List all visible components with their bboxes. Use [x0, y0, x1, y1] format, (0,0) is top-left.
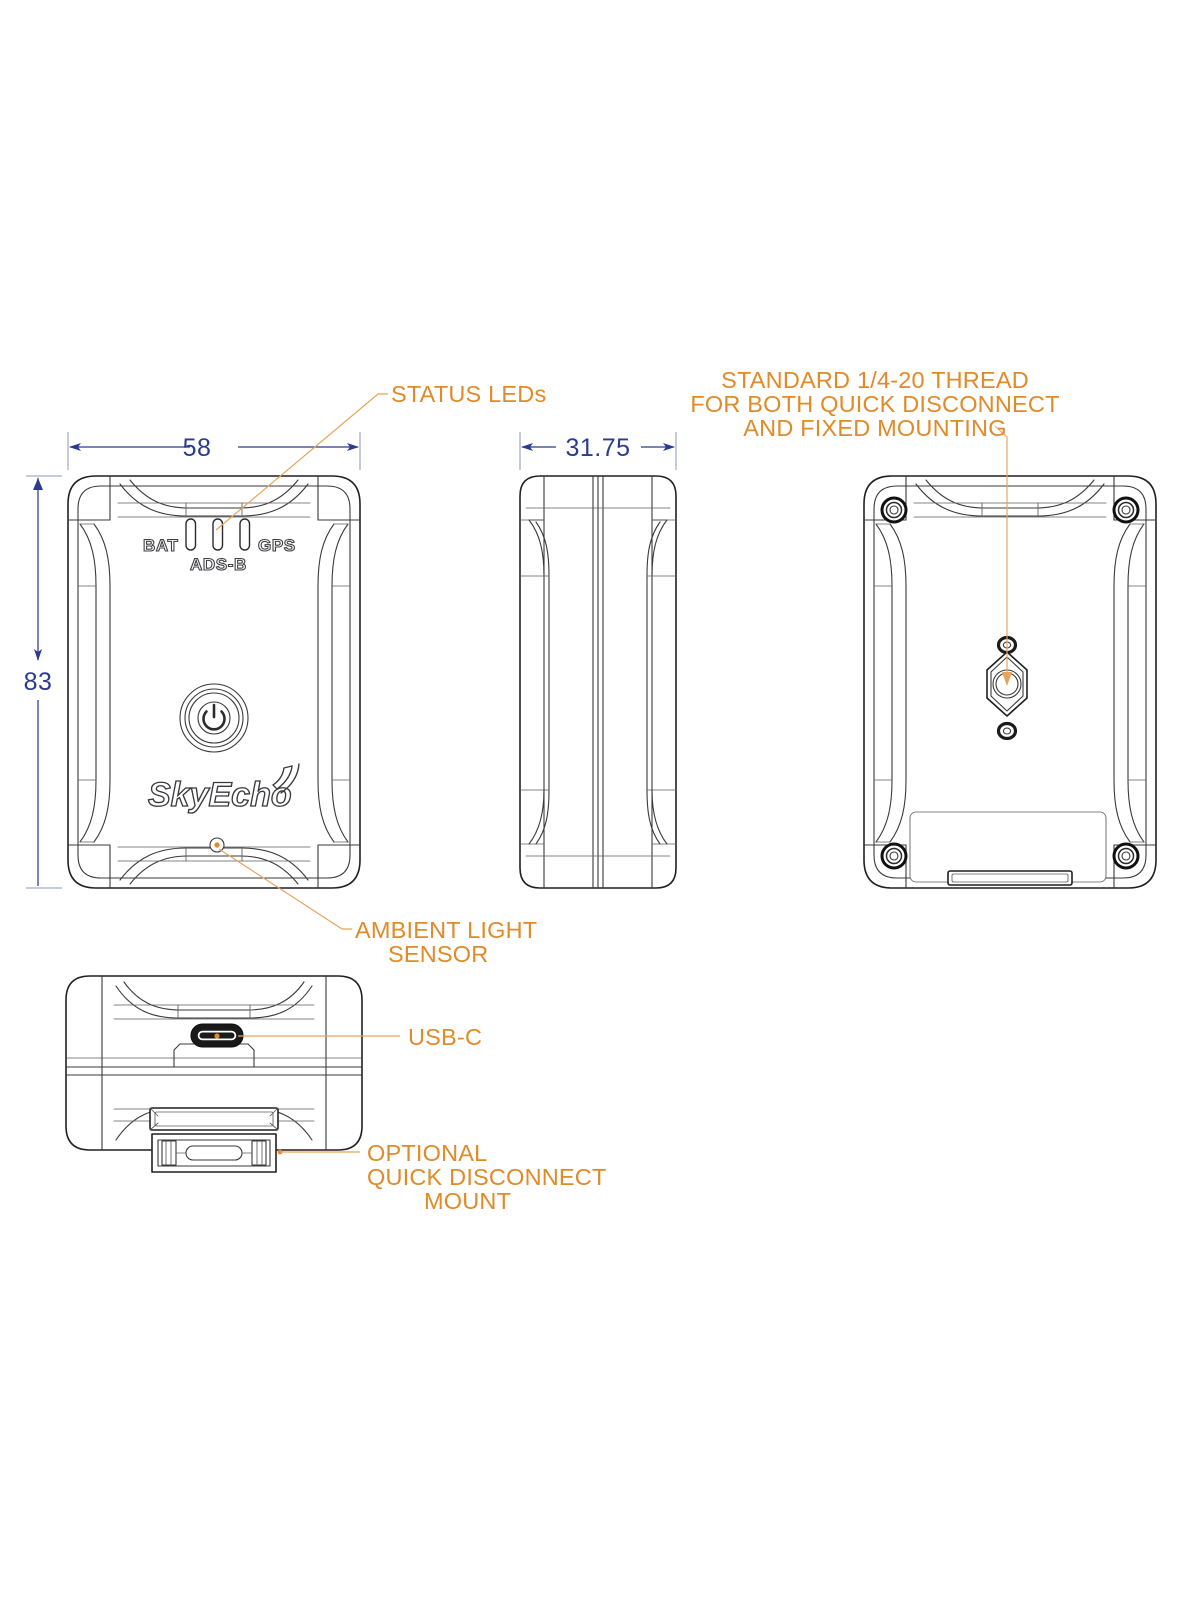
front-view: BAT GPS ADS-B SkyEcho — [67, 475, 361, 889]
brand-logo-text: SkyEcho — [148, 776, 292, 814]
led-label-bat: BAT — [143, 536, 178, 555]
status-led-group: BAT GPS ADS-B — [142, 518, 296, 575]
callout-ambient-line-2: SENSOR — [388, 941, 488, 967]
led-label-adsb: ADS-B — [190, 555, 247, 574]
corner-screw-top-right — [1112, 496, 1140, 524]
ambient-light-sensor — [209, 837, 225, 853]
power-icon — [202, 703, 226, 731]
power-button[interactable] — [179, 683, 249, 753]
rear-view — [863, 475, 1157, 889]
callout-qd-line-3: MOUNT — [424, 1188, 511, 1214]
callout-usb-c: USB-C — [238, 1024, 482, 1050]
callout-thread-line-3: AND FIXED MOUNTING — [743, 415, 1006, 441]
quick-disconnect-mount — [151, 1133, 283, 1173]
side-view — [519, 475, 677, 889]
usb-c-port — [190, 1023, 244, 1048]
callout-thread-line-2: FOR BOTH QUICK DISCONNECT — [690, 391, 1059, 417]
bottom-view — [65, 975, 363, 1173]
led-slot-adsb — [212, 518, 224, 551]
dimension-depth-3175: 31.75 — [519, 432, 677, 470]
callout-thread: STANDARD 1/4-20 THREAD FOR BOTH QUICK DI… — [690, 367, 1059, 686]
callout-status-leds: STATUS LEDs — [215, 381, 546, 531]
callout-quick-disconnect: OPTIONAL QUICK DISCONNECT MOUNT — [280, 1140, 607, 1214]
callout-thread-line-1: STANDARD 1/4-20 THREAD — [721, 367, 1029, 393]
callout-status-leds-text: STATUS LEDs — [391, 381, 546, 407]
brand-logo: SkyEcho — [147, 763, 300, 815]
led-slot-bat — [185, 518, 197, 551]
callout-qd-line-1: OPTIONAL — [367, 1140, 487, 1166]
dimension-width-value: 58 — [183, 434, 212, 462]
rail-plate — [149, 1107, 279, 1131]
dimension-height-value: 83 — [24, 668, 53, 696]
callout-ambient-light-sensor: AMBIENT LIGHT SENSOR — [218, 848, 537, 967]
corner-screw-top-left — [880, 496, 908, 524]
callout-qd-line-2: QUICK DISCONNECT — [367, 1164, 607, 1190]
dimension-height-83: 83 — [24, 475, 62, 889]
signal-arc-icon — [272, 763, 300, 794]
led-label-gps: GPS — [258, 536, 296, 555]
dimension-width-58: 58 — [67, 432, 361, 470]
connector-slot — [947, 870, 1073, 886]
led-slot-gps — [239, 518, 251, 551]
corner-screw-bottom-right — [1112, 842, 1140, 870]
callout-usb-c-text: USB-C — [408, 1024, 482, 1050]
corner-screw-bottom-left — [880, 842, 908, 870]
dimension-depth-value: 31.75 — [565, 434, 630, 462]
lower-alignment-hole — [996, 721, 1018, 741]
callout-ambient-line-1: AMBIENT LIGHT — [355, 917, 537, 943]
